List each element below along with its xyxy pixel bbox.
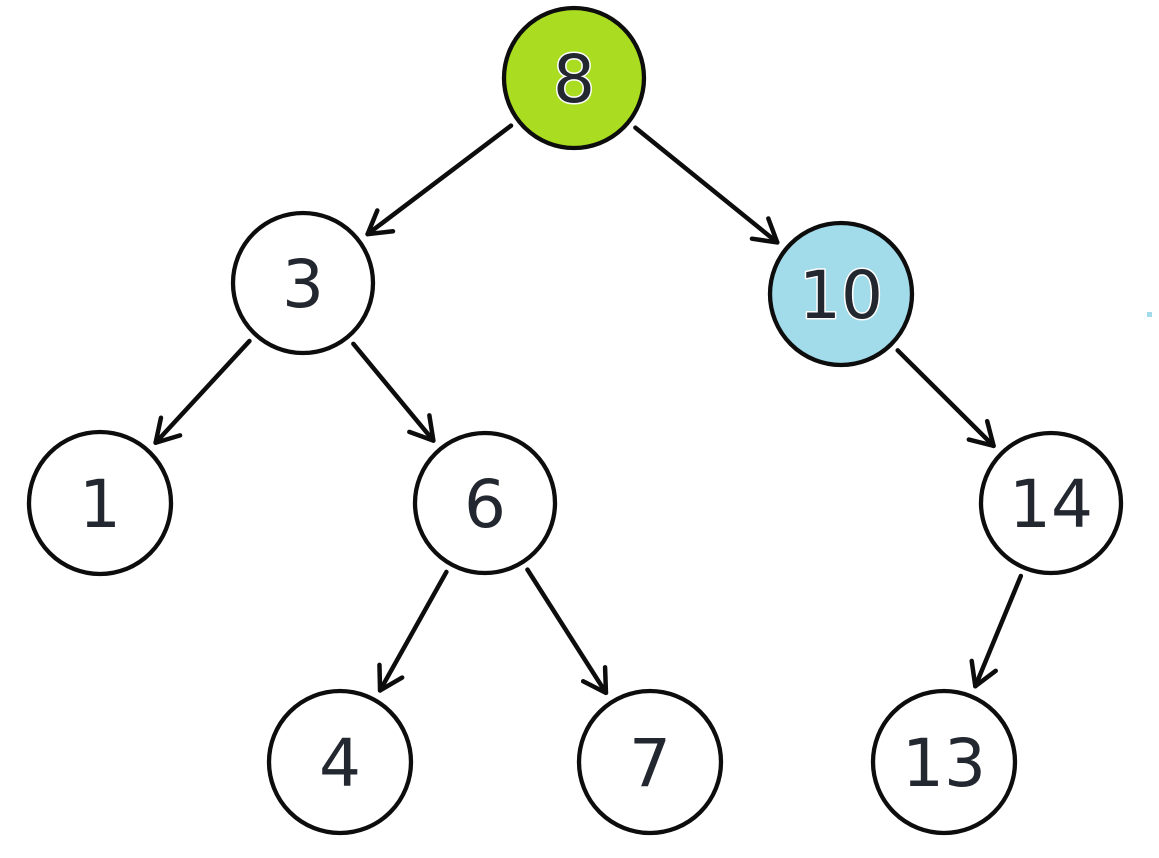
edge-8-to-3-arrow [365, 123, 514, 237]
edge-14-to-13-arrow [969, 573, 1024, 689]
tree-node-14: 14 [978, 430, 1124, 576]
edge-10-to-14-arrow [895, 348, 996, 449]
node-circle [870, 688, 1018, 836]
stray-pixel-artifact [1147, 312, 1152, 317]
node-circle [501, 5, 647, 151]
node-label: 4 [319, 725, 361, 802]
node-label: 10 [799, 257, 883, 334]
node-circle [266, 688, 414, 836]
node-label: 14 [1009, 466, 1093, 543]
tree-node-13: 13 [870, 688, 1018, 836]
node-label: 3 [282, 246, 324, 323]
node-label: 1 [79, 466, 121, 543]
tree-node-4: 4 [266, 688, 414, 836]
node-label: 8 [553, 41, 595, 118]
node-label: 6 [464, 466, 506, 543]
edge-8-to-10-arrow [633, 125, 780, 245]
node-circle [576, 688, 724, 836]
edge-3-to-1-arrow [153, 338, 252, 445]
tree-node-8: 8 [501, 5, 647, 151]
node-circle [978, 430, 1124, 576]
tree-node-3: 3 [230, 210, 376, 356]
tree-node-10: 10 [767, 220, 915, 368]
edge-6-to-4-arrow [377, 569, 449, 693]
node-circle [26, 429, 174, 577]
node-circle [767, 220, 915, 368]
node-circle [412, 430, 558, 576]
node-label: 13 [902, 725, 986, 802]
tree-node-7: 7 [576, 688, 724, 836]
node-label: 7 [629, 725, 671, 802]
edge-6-to-7-arrow [525, 567, 609, 696]
tree-node-6: 6 [412, 430, 558, 576]
tree-node-1: 1 [26, 429, 174, 577]
edge-3-to-6-arrow [351, 341, 436, 443]
node-circle [230, 210, 376, 356]
